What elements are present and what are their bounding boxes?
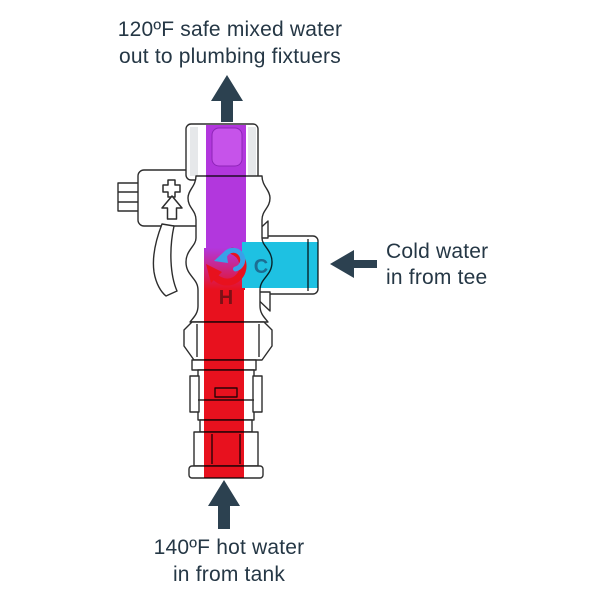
mixed-water-label-line1: 120ºF safe mixed water xyxy=(117,18,343,41)
mixed-channel-highlight xyxy=(211,127,243,167)
cold-flow-channel xyxy=(242,242,318,288)
hot-flow-channel xyxy=(204,290,244,478)
mixing-swirl-icon xyxy=(206,247,247,286)
mixed-out-up-arrow-icon xyxy=(211,75,243,122)
adjust-direction-arrow-icon xyxy=(161,195,183,220)
mixed-water-label-line2: out to plumbing fixtuers xyxy=(119,45,341,68)
adjuster-flange xyxy=(152,223,178,297)
cold-channel-letter: C xyxy=(254,256,268,278)
hot-channel-letter: H xyxy=(219,287,233,309)
mixed-water-label: 120ºF safe mixed water out to plumbing f… xyxy=(0,16,460,70)
adjust-plus-icon xyxy=(162,179,181,198)
cold-in-left-arrow-icon xyxy=(330,250,377,278)
cold-water-label-line2: in from tee xyxy=(386,266,488,289)
hot-water-label-line2: in from tank xyxy=(172,563,286,586)
hot-in-up-arrow-icon xyxy=(208,480,240,529)
cold-water-label-line1: Cold water xyxy=(386,240,489,263)
temperature-adjuster xyxy=(117,169,203,297)
hot-water-label-line1: 140ºF hot water xyxy=(153,536,305,559)
hot-water-label: 140ºF hot water in from tank xyxy=(0,534,458,588)
cold-water-label: Cold water in from tee xyxy=(386,239,488,291)
